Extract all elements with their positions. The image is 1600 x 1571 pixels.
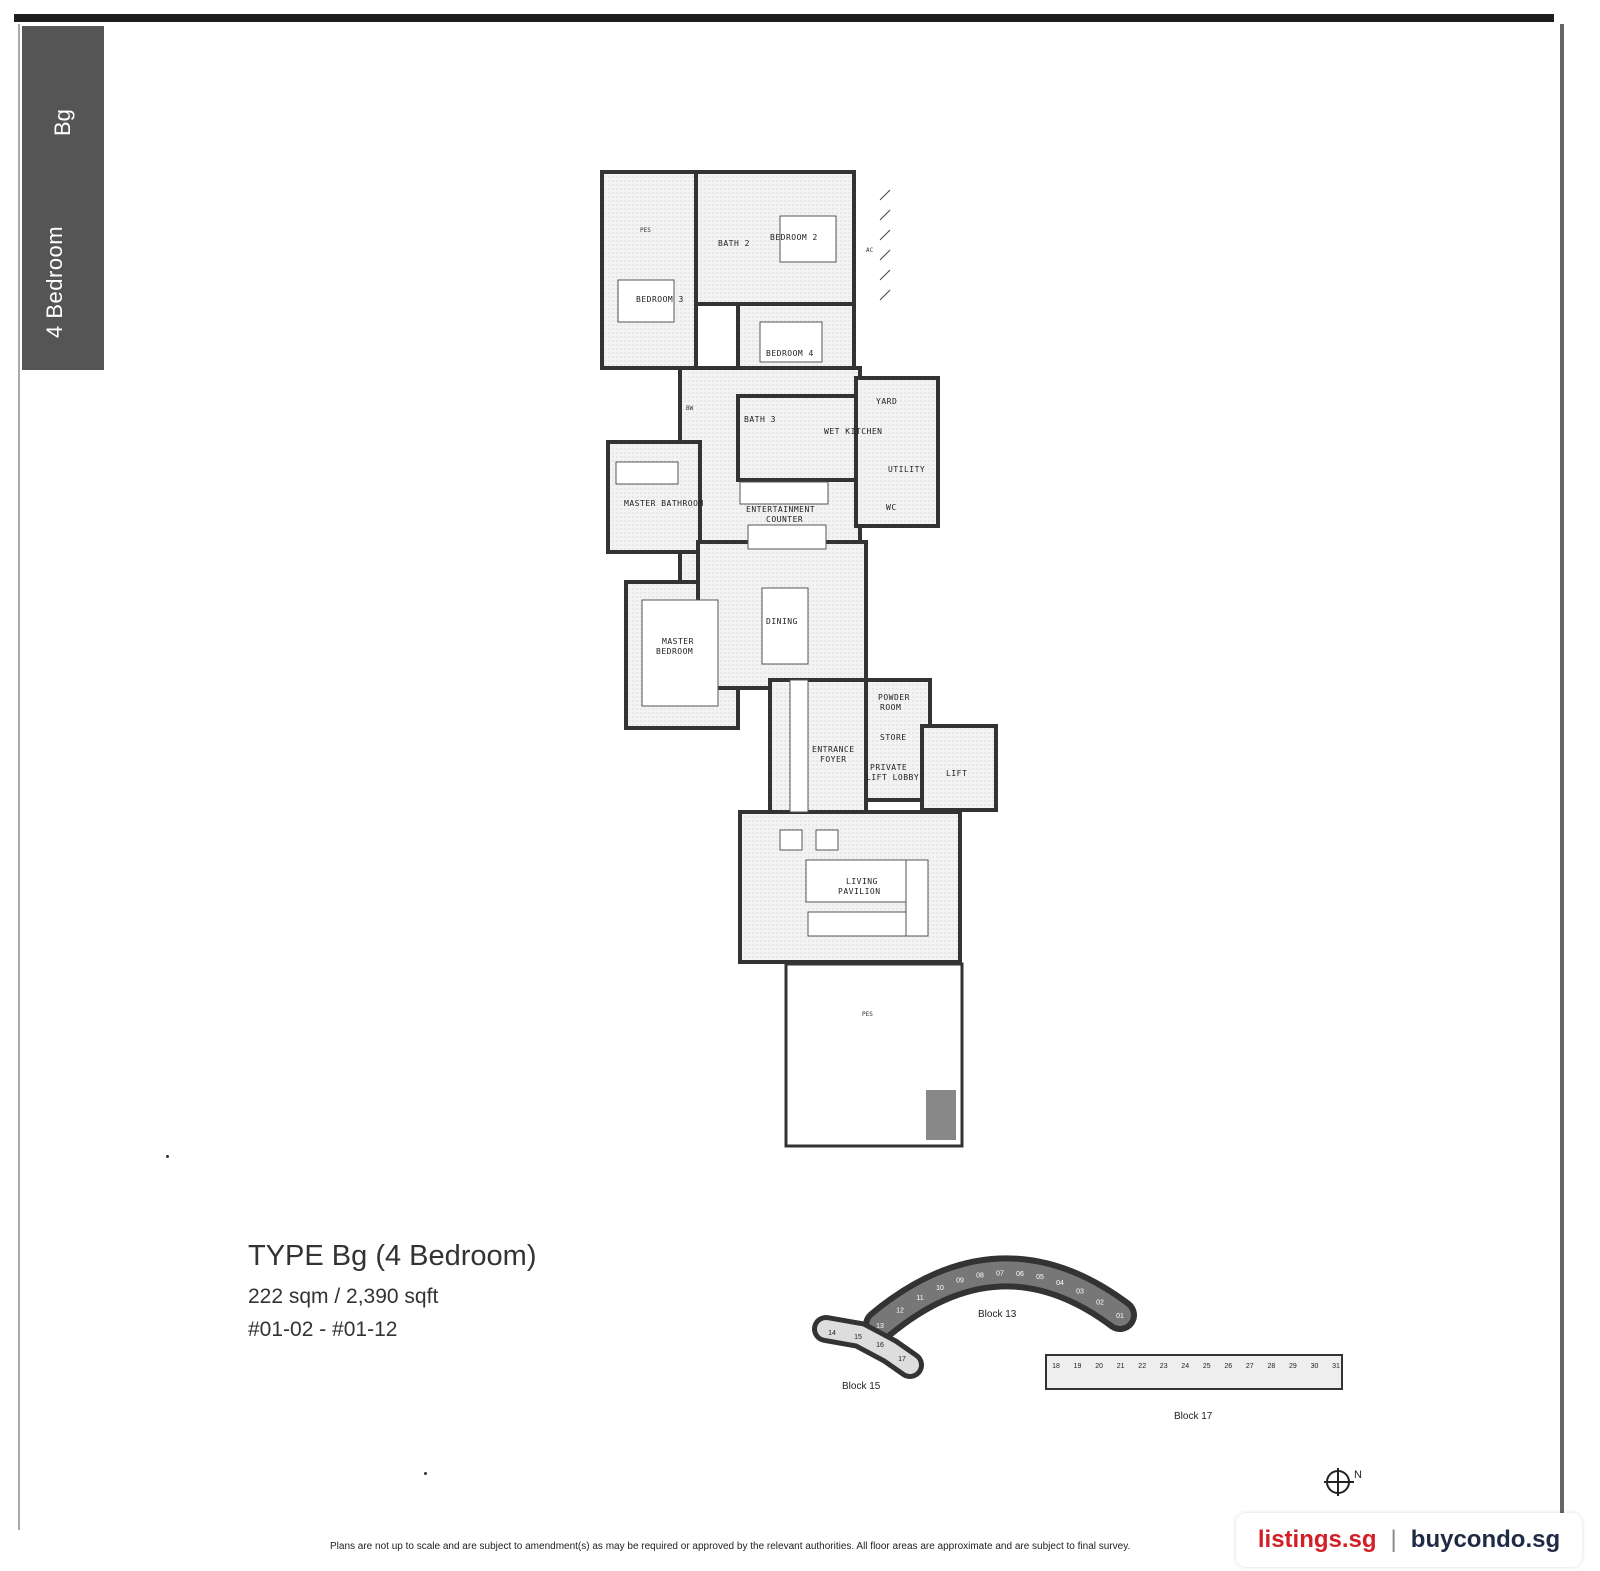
label-wet-kitchen: WET KITCHEN [824, 427, 882, 436]
label-yard: YARD [876, 397, 897, 406]
site-unit-number: 10 [936, 1285, 944, 1292]
site-unit-number: 11 [916, 1295, 923, 1302]
label-entertainment-1: ENTERTAINMENT [746, 505, 815, 514]
label-ac: AC [866, 247, 874, 254]
label-store: STORE [880, 733, 907, 742]
site-unit-number: 06 [1016, 1271, 1024, 1278]
block15-label: Block 15 [842, 1381, 881, 1392]
label-private-lift-lobby-2: LIFT LOBBY [866, 773, 919, 782]
site-unit-number: 16 [876, 1342, 884, 1349]
site-unit-number: 23 [1160, 1363, 1168, 1370]
label-entrance-foyer-2: FOYER [820, 755, 847, 764]
site-unit-number: 24 [1181, 1363, 1189, 1370]
site-unit-number: 05 [1036, 1274, 1044, 1281]
floor-plan-drawing: BEDROOM 2 BATH 2 BEDROOM 3 BEDROOM 4 BAT… [600, 170, 998, 1148]
side-tab: 4 Bedroom Bg [22, 26, 104, 370]
label-bedroom2: BEDROOM 2 [770, 233, 818, 242]
label-pes-upper: PES [640, 227, 651, 234]
label-pes: PES [862, 1011, 873, 1018]
label-lift: LIFT [946, 769, 967, 778]
site-unit-number: 12 [896, 1308, 904, 1315]
side-tab-code: Bg [50, 109, 75, 136]
label-master-bathroom: MASTER BATHROOM [624, 499, 704, 508]
label-entertainment-2: COUNTER [766, 515, 803, 524]
label-powder-room-1: POWDER [878, 693, 910, 702]
lift-block [920, 724, 998, 812]
site-unit-number: 20 [1095, 1363, 1103, 1370]
label-private-lift-lobby-1: PRIVATE [870, 763, 907, 772]
site-unit-number: 29 [1289, 1363, 1297, 1370]
brand-buycondo[interactable]: buycondo.sg [1410, 1526, 1561, 1553]
utility-block [854, 376, 940, 528]
site-unit-number: 15 [854, 1334, 862, 1341]
site-unit-number: 30 [1311, 1363, 1319, 1370]
page-right-border [1560, 24, 1564, 1530]
site-unit-number: 09 [956, 1277, 964, 1284]
brand-listings[interactable]: listings.sg [1257, 1526, 1377, 1553]
label-living-pavilion-1: LIVING [846, 877, 878, 886]
site-unit-number: 25 [1203, 1363, 1211, 1370]
label-dining: DINING [766, 617, 798, 626]
label-living-pavilion-2: PAVILION [838, 887, 881, 896]
site-unit-number: 21 [1117, 1363, 1125, 1370]
label-bw: BW [686, 405, 694, 412]
floor-plan: BEDROOM 2 BATH 2 BEDROOM 3 BEDROOM 4 BAT… [580, 160, 1020, 1180]
entrance-foyer-block [768, 678, 868, 814]
compass-label: N [1354, 1469, 1362, 1481]
site-unit-number: 18 [1052, 1363, 1060, 1370]
block17-shape [1045, 1354, 1343, 1390]
site-unit-number: 04 [1056, 1280, 1064, 1287]
label-master-bedroom-2: BEDROOM [656, 647, 693, 656]
brand-watermark: listings.sg | buycondo.sg [1236, 1513, 1582, 1567]
site-unit-number: 03 [1076, 1288, 1084, 1295]
block17-label: Block 17 [1174, 1411, 1213, 1422]
disclaimer-text: Plans are not up to scale and are subjec… [330, 1541, 1131, 1552]
scan-speck [424, 1472, 427, 1475]
site-unit-number: 26 [1224, 1363, 1232, 1370]
page-left-border [18, 24, 20, 1530]
planter [926, 1090, 956, 1140]
label-master-bedroom-1: MASTER [662, 637, 694, 646]
brand-separator: | [1390, 1526, 1397, 1553]
label-powder-room-2: ROOM [880, 703, 901, 712]
label-bath2: BATH 2 [718, 239, 750, 248]
site-unit-number: 22 [1138, 1363, 1146, 1370]
bedroom3-block [600, 170, 698, 370]
site-unit-number: 01 [1116, 1313, 1124, 1320]
label-wc: WC [886, 503, 897, 512]
label-entrance-foyer-1: ENTRANCE [812, 745, 855, 754]
site-unit-number: 17 [898, 1356, 906, 1363]
block13-label: Block 13 [978, 1309, 1017, 1320]
site-unit-number: 27 [1246, 1363, 1254, 1370]
site-unit-number: 08 [976, 1273, 984, 1280]
site-plan-drawing: 13 12 11 10 09 08 07 06 05 04 03 02 01 Block 13 14 15… [812, 1255, 1343, 1422]
bath3-block [736, 394, 858, 482]
site-unit-number: 13 [876, 1323, 884, 1330]
north-compass-icon: N [1320, 1462, 1366, 1502]
master-bathroom-block [606, 440, 702, 554]
site-plan: 13 12 11 10 09 08 07 06 05 04 03 02 01 Block 13 14 15… [812, 1255, 1390, 1455]
label-bath3: BATH 3 [744, 415, 776, 424]
label-bedroom4: BEDROOM 4 [766, 349, 814, 358]
powder-room-block [862, 678, 932, 802]
unit-area: 222 sqm / 2,390 sqft [248, 1285, 439, 1308]
site-unit-number: 19 [1074, 1363, 1082, 1370]
site-unit-number: 14 [828, 1330, 836, 1337]
unit-numbers: #01-02 - #01-12 [248, 1318, 398, 1341]
label-bedroom3: BEDROOM 3 [636, 295, 684, 304]
site-unit-number: 31 [1332, 1363, 1340, 1370]
unit-type-title: TYPE Bg (4 Bedroom) [248, 1240, 537, 1272]
site-unit-number: 28 [1268, 1363, 1276, 1370]
page-top-border [14, 14, 1554, 22]
site-unit-number: 07 [996, 1271, 1004, 1278]
site-unit-number: 02 [1096, 1299, 1104, 1306]
label-utility: UTILITY [888, 465, 925, 474]
scan-speck [166, 1155, 169, 1158]
side-tab-label: 4 Bedroom [42, 225, 67, 338]
